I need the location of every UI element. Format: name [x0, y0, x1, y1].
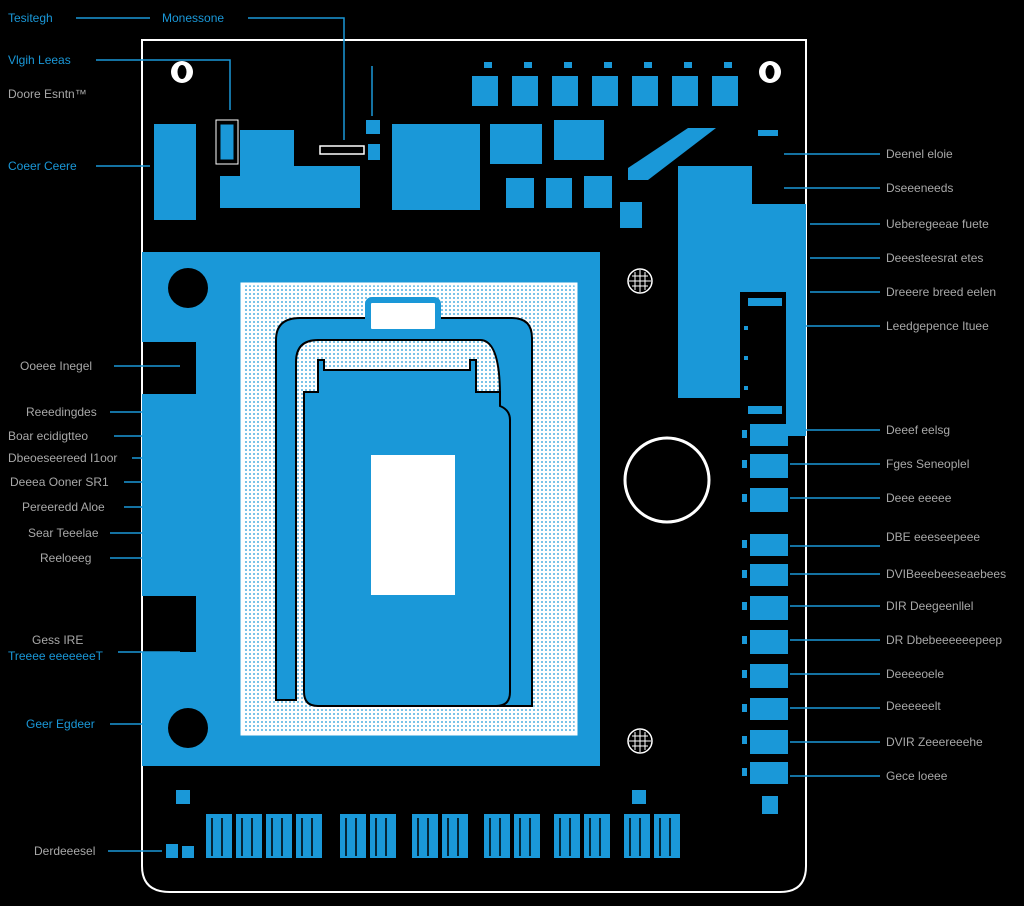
diagonal-trace — [628, 128, 716, 180]
via-crosshatch-top — [627, 268, 653, 294]
smd-small-3 — [584, 176, 612, 208]
callout-label: Deee eeeee — [886, 491, 952, 505]
cpu-die — [369, 453, 457, 597]
callout-label: Reeloeeg — [40, 551, 91, 565]
callout-label: DBE eeeseepeee — [886, 530, 980, 544]
callout-label: Sear Teeelae — [28, 526, 99, 540]
callout-label: Monessone — [162, 11, 224, 25]
callout-label: DIR Deegeenllel — [886, 599, 973, 613]
smd-small-4 — [620, 202, 642, 228]
chip-top-b — [554, 120, 604, 160]
bottom-small-pad-b — [632, 790, 646, 804]
right-small-bar — [758, 130, 778, 136]
callout-label: Ueberegeeae fuete — [886, 217, 989, 231]
callout-label: Gece loeee — [886, 769, 948, 783]
mounting-hole-top-right — [759, 61, 781, 83]
callout-label: Doore Esntn™ — [8, 87, 87, 101]
callout-label: Vlgih Leeas — [8, 53, 71, 67]
frame-latch — [365, 297, 441, 335]
leader-lines — [76, 17, 880, 852]
callout-label: Deeef eelsg — [886, 423, 950, 437]
right-black-notch — [752, 140, 782, 200]
callout-label: Pereeredd Aloe — [22, 500, 105, 514]
callout-label: Deeea Ooner SR1 — [10, 475, 109, 489]
socket-hole-top — [168, 268, 208, 308]
callout-label: Deeeeoele — [886, 667, 944, 681]
left-capacitor-block — [154, 124, 196, 220]
via-crosshatch-bottom — [627, 728, 653, 754]
small-component-a-frame — [215, 119, 239, 165]
callout-label: Leedgepence Ituee — [886, 319, 989, 333]
callout-label: Dseeeneeds — [886, 181, 953, 195]
callout-label: Dreeere breed eelen — [886, 285, 996, 299]
callout-label: Deeesteesrat etes — [886, 251, 983, 265]
callout-label: Derdeeesel — [34, 844, 95, 858]
top-component-row — [472, 62, 738, 106]
callout-label: Reeedingdes — [26, 405, 97, 419]
labels-left: Tesitegh Vlgih Leeas Doore Esntn™ Coeer … — [8, 11, 117, 858]
socket-hole-bottom — [168, 708, 208, 748]
mounting-hole-top-left — [171, 61, 193, 83]
small-square-b — [368, 144, 380, 160]
right-pad-column — [742, 424, 788, 814]
main-chip-block — [392, 124, 480, 210]
mounting-ring — [623, 436, 711, 524]
right-pin-column — [740, 292, 786, 414]
callout-label: Ooeee Inegel — [20, 359, 92, 373]
socket-pin-border — [240, 282, 578, 736]
callout-label: Deeeeeelt — [886, 699, 941, 713]
callout-label: Fges Seneoplel — [886, 457, 969, 471]
bottom-header-row — [166, 814, 680, 858]
callout-label: DR Dbebeeeeeepeep — [886, 633, 1002, 647]
callout-label: Coeer Ceere — [8, 159, 77, 173]
small-component-a — [219, 123, 235, 161]
callout-label: Dbeoeseereed I1oor — [8, 451, 117, 465]
callout-label: Gess IRE — [32, 633, 83, 647]
chip-top-a — [490, 124, 542, 164]
callout-label: Tesitegh — [8, 11, 53, 25]
callout-label: Treeee eeeeeeeT — [8, 649, 104, 663]
callout-label: Deenel eloie — [886, 147, 953, 161]
labels-top: Monessone — [162, 11, 224, 25]
regulator-block — [220, 130, 360, 208]
callout-label: DVIR Zeeereeehe — [886, 735, 983, 749]
smd-small-1 — [506, 178, 534, 208]
labels-right: Deenel eloie Dseeeneeds Ueberegeeae fuet… — [886, 147, 1006, 783]
smd-small-2 — [546, 178, 572, 208]
bottom-small-pad-a — [176, 790, 190, 804]
small-square-a — [366, 120, 380, 134]
small-connector-strip — [319, 145, 365, 155]
callout-label: DVIBeeebeeseaebees — [886, 567, 1006, 581]
callout-label: Boar ecidigtteo — [8, 429, 88, 443]
callout-label: Geer Egdeer — [26, 717, 95, 731]
